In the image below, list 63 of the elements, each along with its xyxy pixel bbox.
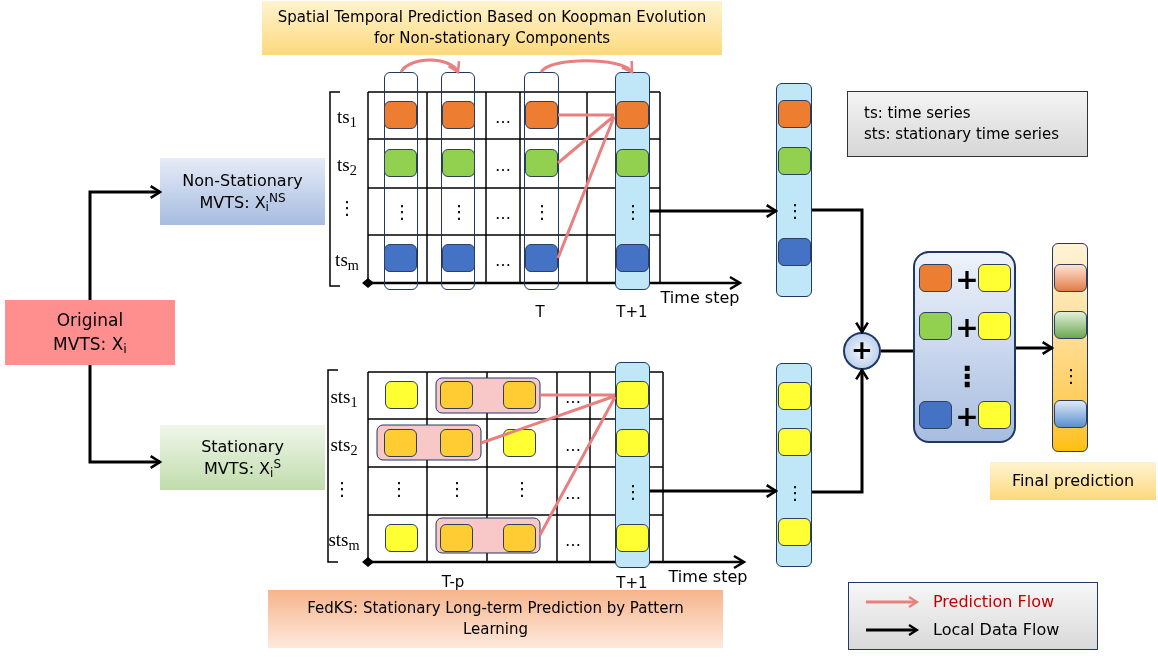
arrow: [88, 184, 162, 300]
grid-label: …: [495, 253, 511, 269]
ellipsis: ⋮: [786, 484, 804, 502]
arrow: [88, 365, 162, 470]
legend-box: [847, 91, 1088, 157]
legend-text: Prediction Flow: [933, 591, 1055, 613]
grid-label: T+1: [616, 575, 648, 591]
plus-sign: +: [851, 334, 873, 368]
node-text: Final prediction: [1011, 470, 1135, 492]
title-box: [268, 590, 723, 648]
caption-box: [990, 462, 1156, 500]
arrow: [539, 59, 634, 74]
ellipsis: ⋮: [624, 483, 642, 501]
node-text: Original MVTS: X$_{i}$: [52, 309, 128, 356]
grid-label: ⋮: [338, 199, 356, 217]
node-text: FedKS: Stationary Long-term Prediction by Pattern Learning: [306, 598, 685, 640]
legend-text: Local Data Flow: [933, 619, 1060, 641]
grid-label: …: [565, 438, 581, 454]
process-box: [160, 425, 325, 490]
grid-label: sts$_{m}$: [328, 529, 360, 549]
arrow: [812, 368, 870, 494]
arrow: [1016, 340, 1054, 356]
arrow: [650, 203, 778, 219]
grid-label: T+1: [616, 304, 648, 320]
ellipsis: ⋮: [450, 203, 468, 221]
ellipsis: ⋮: [786, 202, 804, 220]
node-text: Spatial Temporal Prediction Based on Koopman Evolution for Non-stationary Components: [276, 7, 708, 49]
grid-label: Time step: [668, 569, 748, 585]
ellipsis: ⋮: [533, 203, 551, 221]
grid-label: sts$_{2}$: [330, 434, 358, 454]
plus-sign: ⋮: [953, 363, 981, 391]
process-box: [5, 300, 175, 365]
grid-label: …: [565, 486, 581, 502]
arrow: [650, 483, 778, 499]
grid-label: ⋮: [333, 480, 351, 498]
grid-label: …: [495, 158, 511, 174]
grid-label: T: [535, 304, 545, 320]
ellipsis: ⋮: [624, 203, 642, 221]
grid-label: ts$_{1}$: [337, 106, 357, 126]
grid-label: …: [495, 206, 511, 222]
grid-label: Time step: [660, 290, 740, 306]
grid-label: …: [565, 533, 581, 549]
grid-label: ⋮: [513, 480, 531, 498]
connector-line: [881, 349, 913, 353]
grid-label: ⋮: [448, 480, 466, 498]
grid-label: ⋮: [390, 480, 408, 498]
grid-label: …: [495, 110, 511, 126]
grid-label: sts$_{1}$: [330, 386, 358, 406]
plus-sign: +: [955, 266, 979, 294]
grid-label: ts$_{m}$: [335, 249, 359, 269]
plus-sign: +: [955, 314, 979, 342]
grid-label: T-p: [441, 574, 465, 590]
grid-label: …: [565, 390, 581, 406]
arrow: [812, 208, 870, 334]
process-box: [160, 158, 325, 225]
grid-label: ts$_{2}$: [337, 154, 357, 174]
arrow: [399, 58, 460, 74]
ellipsis: ⋮: [1062, 367, 1080, 385]
node-text: sts: stationary time series: [864, 124, 1060, 145]
ellipsis: ⋮: [393, 203, 411, 221]
title-box: [262, 1, 722, 55]
plus-sign: +: [955, 403, 979, 431]
node-text: ts: time series: [864, 103, 971, 124]
